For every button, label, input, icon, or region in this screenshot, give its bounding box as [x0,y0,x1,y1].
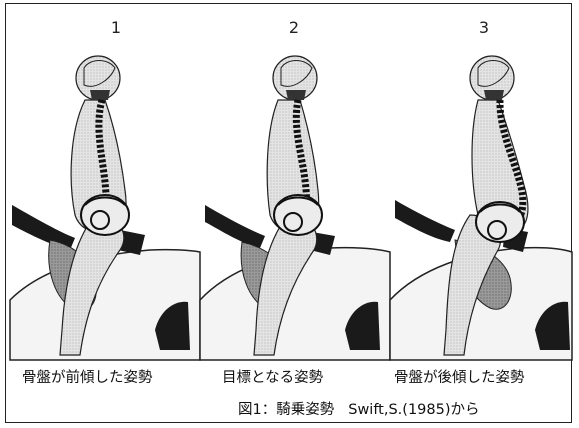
panel-3-label: 骨盤が後傾した姿勢 [394,366,525,387]
figure-title: 図1：騎乗姿勢 [238,402,334,418]
jaw [90,90,110,100]
panel-1-number: 1 [101,18,131,37]
jaw [484,90,504,100]
panel-2-label: 目標となる姿勢 [222,366,323,387]
pelvis [81,195,129,235]
horse-neck [205,205,265,248]
figure-caption: 図1：騎乗姿勢 Swift,S.(1985)から [238,398,480,419]
panel-1-illustration [10,56,200,360]
horse-neck [395,200,455,242]
figure-source: Swift,S.(1985)から [348,402,479,418]
panel-2-number: 2 [279,18,309,37]
jaw [286,90,306,100]
panel-2-illustration [200,56,390,360]
panel-3-illustration [390,56,572,360]
panel-3-number: 3 [469,18,499,37]
panel-1-label: 骨盤が前傾した姿勢 [22,366,153,387]
horse-neck [12,205,75,250]
